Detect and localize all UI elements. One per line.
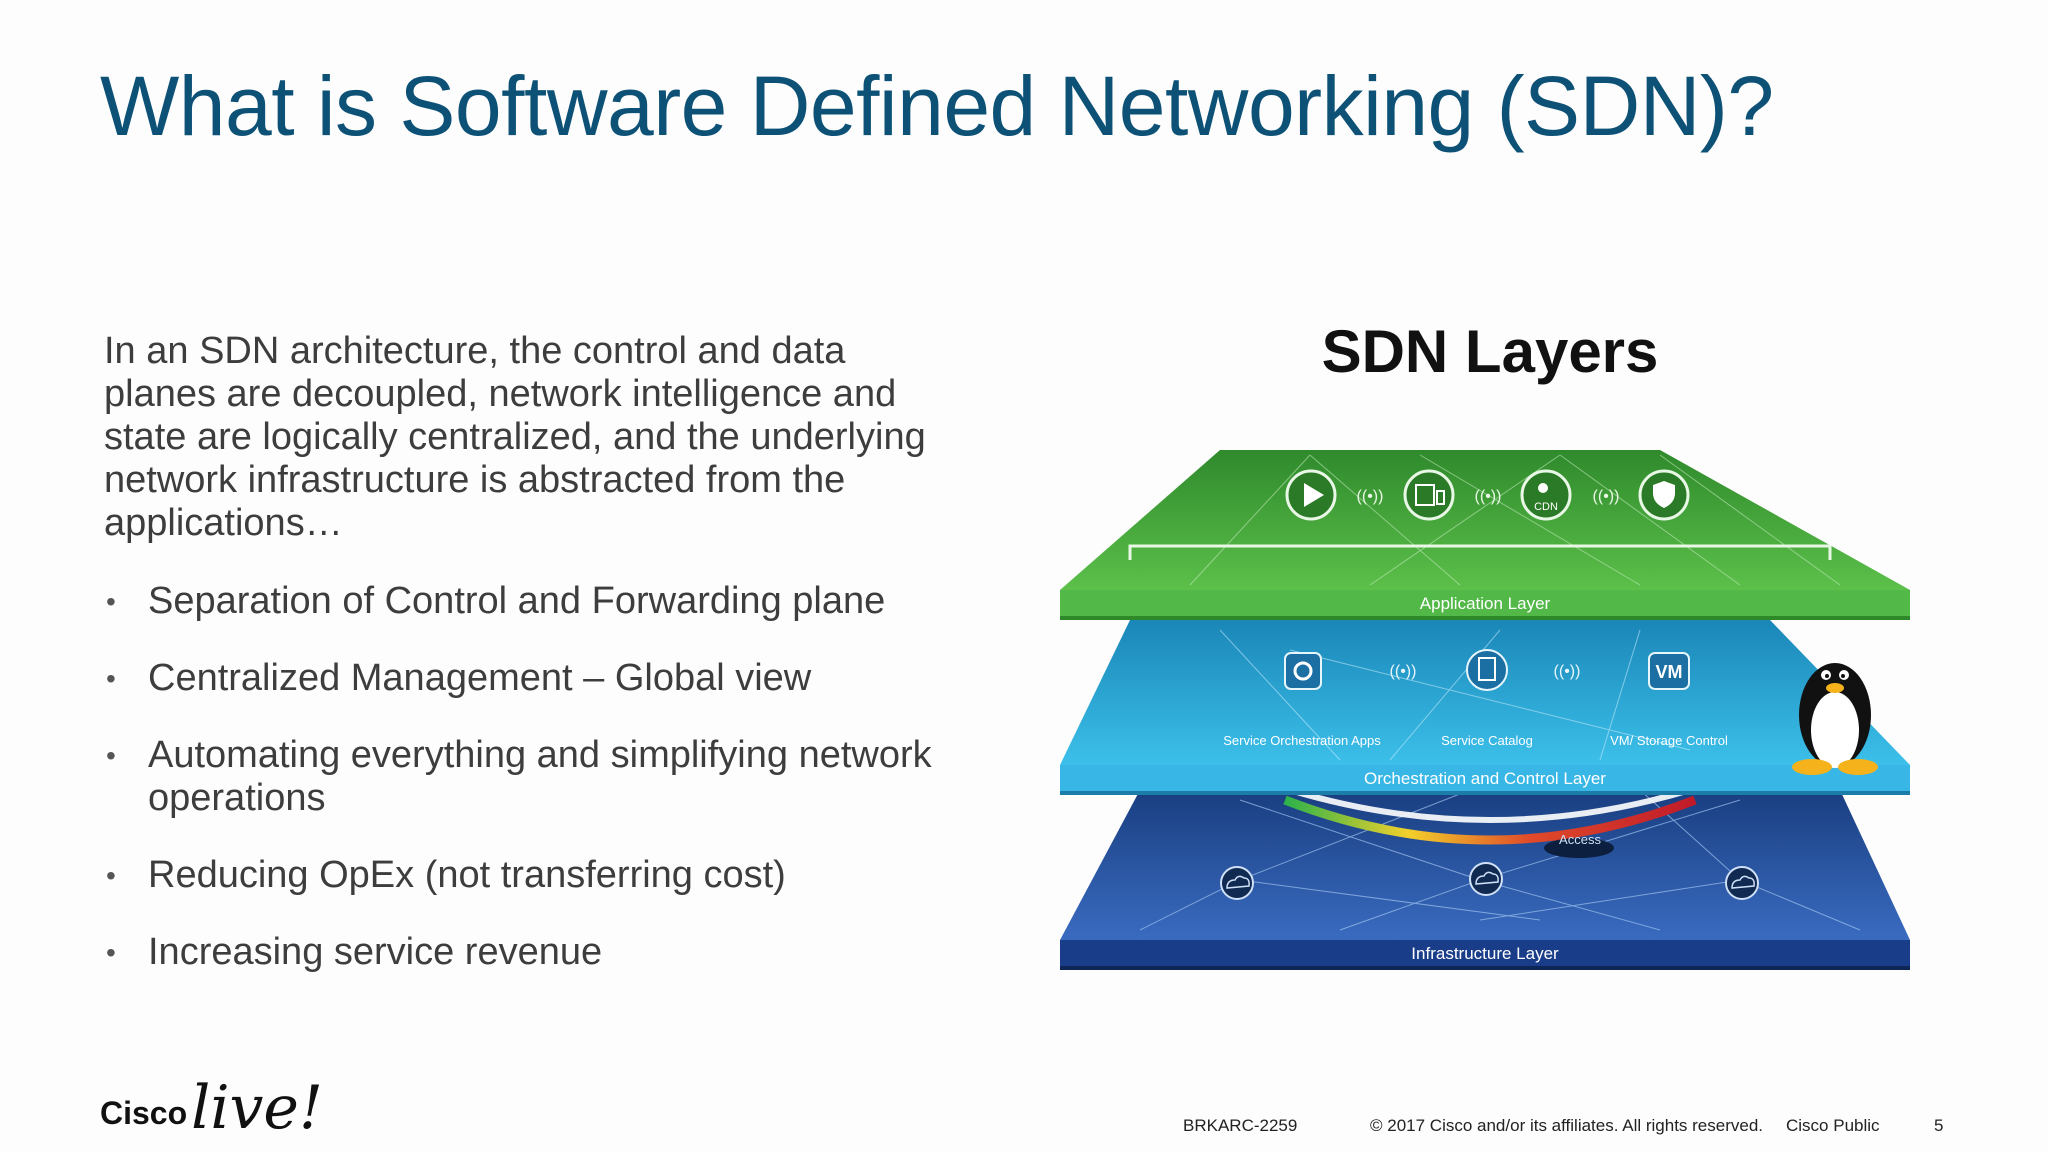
- bullet-text: Centralized Management – Global view: [148, 657, 812, 699]
- shield-icon: [1638, 469, 1690, 521]
- cdn-icon: CDN: [1520, 469, 1572, 521]
- cdn-icon-text: CDN: [1534, 501, 1558, 513]
- bullet-dot: •: [106, 860, 116, 891]
- access-label: Access: [1559, 832, 1601, 847]
- cisco-live-logo: Cisco live!: [100, 1068, 323, 1138]
- penguin-icon: [1792, 663, 1878, 775]
- footer-page-number: 5: [1934, 1116, 1944, 1135]
- gear-icon: [1284, 652, 1322, 690]
- application-layer: CDN ((•)) ((•)) ((•)) Application Layer: [1060, 450, 1910, 620]
- cloud-node-icon: [1220, 866, 1254, 900]
- vm-icon-text: VM: [1656, 662, 1683, 682]
- slide-title: What is Software Defined Networking (SDN…: [100, 59, 1774, 153]
- bullet-text: Automating everything and simplifying ne…: [148, 734, 932, 819]
- orchestration-layer-label: Orchestration and Control Layer: [1364, 769, 1606, 788]
- orchestration-item-label: VM/ Storage Control: [1610, 733, 1728, 748]
- cloud-node-icon: [1725, 866, 1759, 900]
- bullet-dot: •: [106, 663, 116, 694]
- bullet-item: • Reducing OpEx (not transferring cost): [104, 854, 964, 897]
- footer-copyright: © 2017 Cisco and/or its affiliates. All …: [1370, 1116, 1764, 1135]
- intro-paragraph: In an SDN architecture, the control and …: [104, 330, 926, 544]
- infrastructure-layer-label: Infrastructure Layer: [1411, 944, 1559, 963]
- bullet-text: Reducing OpEx (not transferring cost): [148, 854, 786, 896]
- bullet-list: • Separation of Control and Forwarding pl…: [104, 580, 964, 1008]
- bullet-dot: •: [106, 740, 116, 771]
- bullet-item: • Centralized Management – Global view: [104, 657, 964, 700]
- bullet-dot: •: [106, 586, 116, 617]
- bullet-dot: •: [106, 937, 116, 968]
- orchestration-item-label: Service Orchestration Apps: [1223, 733, 1381, 748]
- link-icon: ((•)): [1390, 663, 1417, 680]
- logo-cisco-text: Cisco: [100, 1095, 188, 1131]
- orchestration-layer: VM ((•)) ((•)) Service Orchestration App…: [1060, 620, 1910, 795]
- link-icon: ((•)): [1593, 488, 1620, 505]
- footer-session-id: BRKARC-2259: [1183, 1116, 1298, 1135]
- application-layer-label: Application Layer: [1420, 594, 1551, 613]
- orchestration-item-label: Service Catalog: [1441, 733, 1533, 748]
- bullet-item: • Automating everything and simplifying n…: [104, 734, 964, 820]
- diagram-title: SDN Layers: [1322, 320, 1659, 385]
- sdn-layers-diagram: SDN Layers Access Infrastructure Layer: [1060, 320, 1910, 970]
- bullet-item: • Separation of Control and Forwarding pl…: [104, 580, 964, 623]
- vm-icon: VM: [1648, 652, 1690, 690]
- devices-icon: [1403, 469, 1455, 521]
- bullet-text: Separation of Control and Forwarding pla…: [148, 580, 886, 622]
- bullet-text: Increasing service revenue: [148, 931, 603, 973]
- link-icon: ((•)): [1554, 663, 1581, 680]
- footer-classification: Cisco Public: [1786, 1116, 1880, 1135]
- logo-live-text: live!: [191, 1073, 324, 1143]
- play-icon: [1285, 469, 1337, 521]
- infrastructure-layer: Access Infrastructure Layer: [1060, 787, 1910, 970]
- link-icon: ((•)): [1475, 488, 1502, 505]
- document-icon: [1466, 649, 1508, 691]
- link-icon: ((•)): [1357, 488, 1384, 505]
- bullet-item: • Increasing service revenue: [104, 931, 964, 974]
- cloud-node-icon: [1469, 862, 1503, 896]
